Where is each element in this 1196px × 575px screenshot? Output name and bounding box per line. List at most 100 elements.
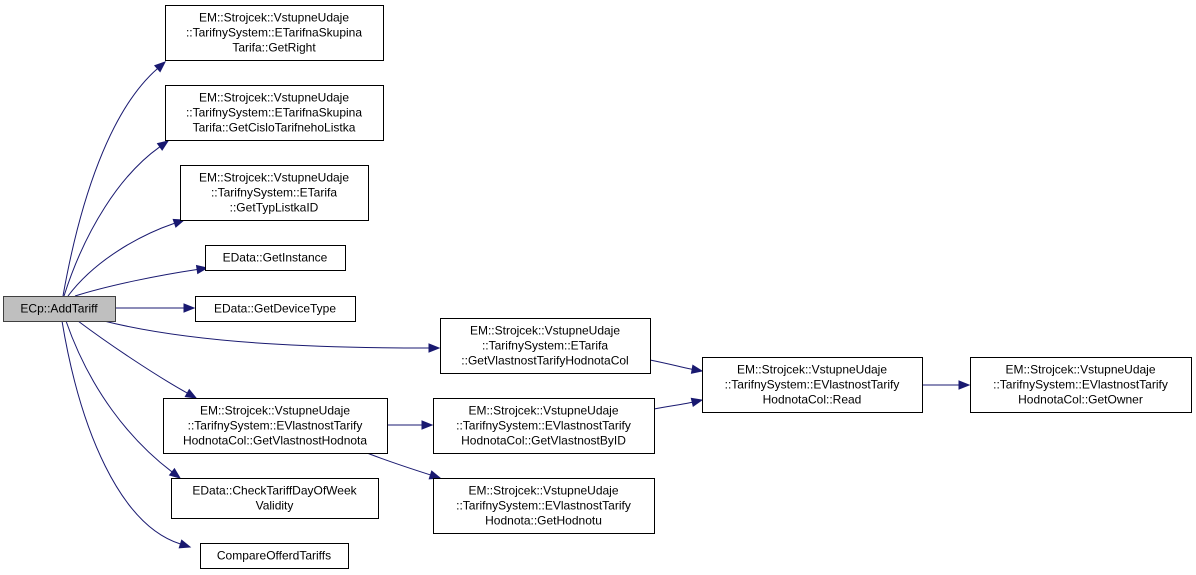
- node-label-line: Validity: [256, 499, 294, 513]
- node-label-line: ::TarifnySystem::ETarifa: [482, 339, 608, 353]
- edge-getvlastnostcol-to-read: [649, 359, 704, 374]
- node-box: [970, 357, 1192, 413]
- node-label-line: EM::Strojcek::VstupneUdaje: [1005, 363, 1155, 377]
- node-label-line: ::TarifnySystem::ETarifnaSkupina: [186, 106, 362, 120]
- node-box: [205, 245, 346, 271]
- node-label-line: HodnotaCol::GetVlastnostByID: [461, 434, 626, 448]
- node-getvlastnostcol[interactable]: EM::Strojcek::VstupneUdaje::TarifnySyste…: [440, 318, 651, 374]
- arrowhead-icon: [195, 264, 209, 275]
- node-box: [433, 398, 655, 454]
- edge-line: [649, 359, 693, 370]
- node-label-line: ::TarifnySystem::ETarifnaSkupina: [186, 26, 362, 40]
- edge-line: [61, 320, 181, 545]
- node-label-line: ::TarifnySystem::EVlastnostTarify: [725, 378, 900, 392]
- node-label-line: EM::Strojcek::VstupneUdaje: [737, 363, 887, 377]
- node-label-line: ::TarifnySystem::EVlastnostTarify: [456, 419, 631, 433]
- node-getright[interactable]: EM::Strojcek::VstupneUdaje::TarifnySyste…: [165, 5, 384, 61]
- node-box: [165, 5, 384, 61]
- edge-line: [77, 320, 188, 394]
- node-getcislo[interactable]: EM::Strojcek::VstupneUdaje::TarifnySyste…: [165, 85, 384, 141]
- node-box: [433, 478, 655, 534]
- node-label-line: EM::Strojcek::VstupneUdaje: [468, 404, 618, 418]
- node-getowner[interactable]: EM::Strojcek::VstupneUdaje::TarifnySyste…: [970, 357, 1192, 413]
- edge-addtariff-to-checktariff: [65, 320, 182, 479]
- node-box: [440, 318, 651, 374]
- node-getinstance[interactable]: EData::GetInstance: [205, 245, 346, 271]
- node-getdevicetype[interactable]: EData::GetDeviceType: [195, 296, 356, 322]
- arrowhead-icon: [958, 380, 971, 390]
- edge-getvlastnosthodnota-to-gethodnotu: [366, 452, 442, 480]
- arrowhead-icon: [168, 467, 182, 479]
- edge-line: [74, 268, 198, 297]
- node-label-line: HodnotaCol::GetVlastnostHodnota: [183, 434, 367, 448]
- edge-addtariff-to-getcislo: [63, 140, 170, 297]
- arrowhead-icon: [178, 539, 192, 549]
- node-label-line: EM::Strojcek::VstupneUdaje: [199, 11, 349, 25]
- node-label-line: ::GetTypListkaID: [230, 201, 319, 215]
- node-label-line: CompareOfferdTariffs: [217, 549, 331, 563]
- node-label-line: ECp::AddTariff: [20, 302, 98, 316]
- node-label-line: HodnotaCol::GetOwner: [1018, 393, 1143, 407]
- edge-getbyid-to-read: [653, 397, 704, 410]
- edge-addtariff-to-compare: [61, 320, 192, 549]
- edge-addtariff-to-getvlastnosthodnota: [77, 320, 198, 399]
- nodes-layer: ECp::AddTariffEM::Strojcek::VstupneUdaje…: [3, 5, 1192, 569]
- edge-read-to-getowner: [922, 380, 971, 390]
- node-gettyp[interactable]: EM::Strojcek::VstupneUdaje::TarifnySyste…: [180, 165, 369, 221]
- node-box: [171, 478, 379, 519]
- node-label-line: ::TarifnySystem::EVlastnostTarify: [993, 378, 1168, 392]
- arrowhead-icon: [690, 364, 704, 374]
- node-getvlastnosthodnota[interactable]: EM::Strojcek::VstupneUdaje::TarifnySyste…: [163, 398, 388, 454]
- node-gethodnotu[interactable]: EM::Strojcek::VstupneUdaje::TarifnySyste…: [433, 478, 655, 534]
- node-box: [195, 296, 356, 322]
- edge-line: [103, 320, 430, 349]
- node-label-line: EM::Strojcek::VstupneUdaje: [199, 171, 349, 185]
- edge-addtariff-to-gettyp: [67, 218, 186, 297]
- node-label-line: HodnotaCol::Read: [763, 393, 862, 407]
- node-label-line: EM::Strojcek::VstupneUdaje: [200, 404, 350, 418]
- node-label-line: ::TarifnySystem::EVlastnostTarify: [188, 419, 363, 433]
- node-label-line: EData::CheckTariffDayOfWeek: [192, 484, 357, 498]
- node-label-line: ::GetVlastnostTarifyHodnotaCol: [461, 354, 628, 368]
- edge-addtariff-to-getvlastnostcol: [103, 320, 441, 353]
- arrowhead-icon: [690, 397, 704, 408]
- node-box: [180, 165, 369, 221]
- arrowhead-icon: [153, 61, 167, 73]
- node-getbyid[interactable]: EM::Strojcek::VstupneUdaje::TarifnySyste…: [433, 398, 655, 454]
- edge-line: [62, 68, 158, 297]
- node-box: [163, 398, 388, 454]
- edge-addtariff-to-getright: [62, 61, 167, 297]
- node-addtariff[interactable]: ECp::AddTariff: [3, 296, 116, 322]
- node-box: [165, 85, 384, 141]
- edge-line: [67, 222, 175, 297]
- edge-addtariff-to-getinstance: [74, 264, 209, 297]
- node-label-line: EData::GetDeviceType: [214, 302, 336, 316]
- edge-line: [63, 146, 161, 297]
- arrowhead-icon: [184, 388, 198, 399]
- edges-layer: [61, 61, 971, 549]
- node-label-line: ::TarifnySystem::EVlastnostTarify: [456, 499, 631, 513]
- arrowhead-icon: [172, 218, 186, 228]
- node-read[interactable]: EM::Strojcek::VstupneUdaje::TarifnySyste…: [702, 357, 923, 413]
- node-label-line: EM::Strojcek::VstupneUdaje: [468, 484, 618, 498]
- node-label-line: EData::GetInstance: [223, 251, 328, 265]
- node-label-line: EM::Strojcek::VstupneUdaje: [199, 91, 349, 105]
- node-box: [200, 543, 349, 569]
- node-label-line: Tarifa::GetCisloTarifnehoListka: [193, 121, 356, 135]
- node-box: [3, 296, 116, 322]
- node-label-line: Hodnota::GetHodnotu: [485, 514, 602, 528]
- node-label-line: EM::Strojcek::VstupneUdaje: [470, 324, 620, 338]
- edge-line: [366, 452, 431, 476]
- edge-line: [653, 401, 693, 410]
- arrowhead-icon: [183, 303, 196, 313]
- node-box: [702, 357, 923, 413]
- arrowhead-icon: [421, 420, 434, 430]
- edge-addtariff-to-getdevicetype: [114, 303, 196, 313]
- arrowhead-icon: [156, 140, 170, 151]
- arrowhead-icon: [428, 470, 442, 480]
- node-compare[interactable]: CompareOfferdTariffs: [200, 543, 349, 569]
- node-label-line: Tarifa::GetRight: [232, 41, 316, 55]
- edge-line: [65, 320, 173, 473]
